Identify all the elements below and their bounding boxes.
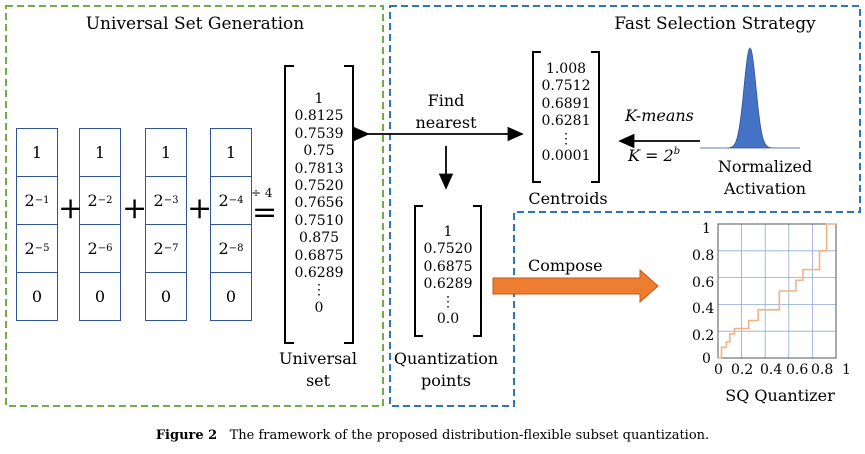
x-tick-label: 0.4 [760,362,783,378]
bit-cell: 2−7 [146,225,186,273]
bit-cell: 2−8 [211,225,251,273]
centroids-label: Centroids [528,189,608,208]
bit-cell: 2−5 [17,225,57,273]
bit-cell: 0 [31,287,43,306]
compose-label: Compose [528,256,603,275]
sq-quantizer-plot [717,223,837,359]
bit-cell: 0 [225,287,237,306]
y-tick-label: 0.4 [692,301,715,317]
find-nearest-label: Find nearest [415,91,477,132]
bit-cell: 2−6 [80,225,120,273]
plus-sign: + [58,191,84,226]
y-tick-label: 1 [702,221,711,237]
universal-set-generation-border [5,5,384,407]
bit-column-4: 1 2−4 2−8 0 [210,128,252,321]
bit-cell: 1 [80,129,120,177]
universal-set-label: Universal set [279,349,357,390]
bit-cell: 1 [146,129,186,177]
centroid-values: 1.008 0.7512 0.6891 0.6281 ⋮ 0.0001 [541,61,591,165]
bit-cell: 1 [211,129,251,177]
plus-sign: + [122,191,148,226]
sq-step-line [718,223,836,359]
x-tick-label: 1 [842,362,851,378]
bit-cell: 2−4 [211,177,251,225]
x-tick-label: 0 [714,362,723,378]
bit-cell: 2−3 [146,177,186,225]
sq-grid [718,224,836,358]
x-tick-label: 0.8 [811,362,834,378]
activation-distribution [700,47,800,149]
kmeans-formula: K = 2b [628,146,681,165]
bell-curve [700,47,800,149]
y-tick-label: 0.8 [692,248,715,264]
x-tick-label: 0.6 [786,362,809,378]
y-tick-label: 0.2 [692,328,715,344]
figure-caption: Figure 2 The framework of the proposed d… [155,428,710,443]
quantization-points-label: Quantization points [393,349,499,390]
bit-column-1: 1 2−1 2−5 0 [16,128,58,321]
normalized-activation-label: Normalized Activation [717,157,813,198]
bit-column-2: 1 2−2 2−6 0 [79,128,121,321]
bit-cell: 0 [94,287,106,306]
bit-cell: 2−2 [80,177,120,225]
bit-column-3: 1 2−3 2−7 0 [145,128,187,321]
left-section-title: Universal Set Generation [85,14,305,34]
quantization-points-brackets [414,205,482,337]
bit-cell: 1 [17,129,57,177]
divide-by-four: ÷ 4 [251,186,273,200]
centroids-brackets [532,51,600,183]
kmeans-label: K-means [625,106,694,125]
plus-sign: + [187,191,213,226]
sq-quantizer-label: SQ Quantizer [725,386,835,405]
sq-plot-frame [717,223,837,359]
right-section-title: Fast Selection Strategy [614,14,816,34]
y-tick-label: 0 [702,351,711,367]
compose-arrow [492,268,659,304]
bit-cell: 2−1 [17,177,57,225]
y-tick-label: 0.6 [692,275,715,291]
x-tick-label: 0.2 [731,362,754,378]
universal-set-values: 1 0.8125 0.7539 0.75 0.7813 0.7520 0.765… [294,91,344,316]
bit-cell: 0 [160,287,172,306]
equals-sign: = [252,195,278,230]
quantization-point-values: 1 0.7520 0.6875 0.6289 ⋮ 0.0 [423,224,473,328]
universal-set-brackets [284,65,354,344]
